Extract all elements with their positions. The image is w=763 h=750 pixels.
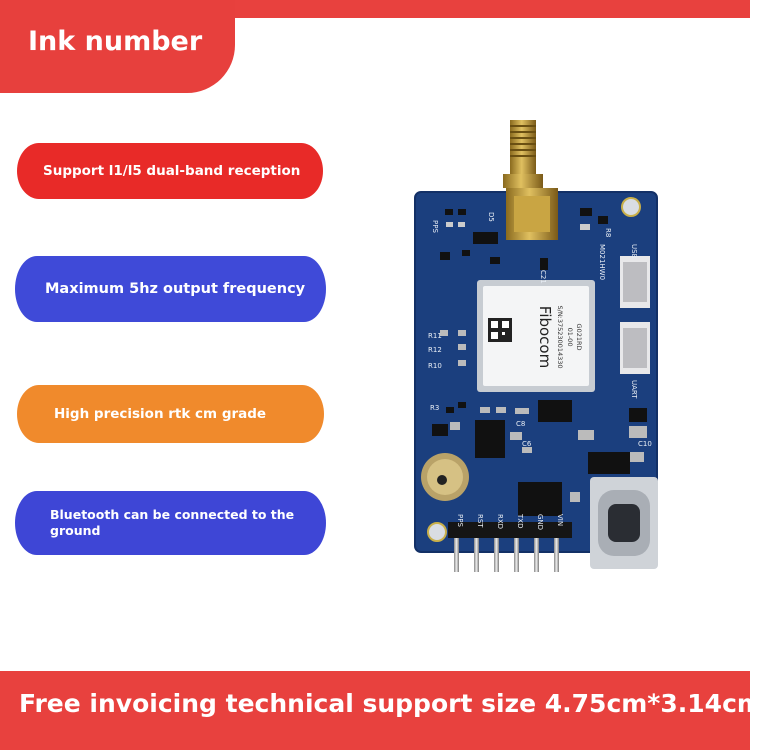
gnss-board-photo: Fibocom S/N:375230014330 01-00 G021RD	[410, 112, 672, 582]
board-illustration: Fibocom S/N:375230014330 01-00 G021RD	[414, 120, 658, 572]
footer-text: Free invoicing technical support size 4.…	[19, 689, 763, 718]
pin-label-rxd: RXD	[496, 514, 504, 529]
module-brand: Fibocom	[536, 306, 554, 368]
feature-pill-output-frequency: Maximum 5hz output frequency	[15, 256, 326, 322]
module-serial: S/N:375230014330	[556, 306, 564, 369]
silk-r12: R12	[428, 346, 442, 354]
pin-label-txd: TXD	[516, 513, 524, 528]
silk-r11: R11	[428, 332, 442, 340]
silk-c6: C6	[522, 440, 532, 448]
silk-c21: C21	[539, 270, 547, 284]
gnss-module: Fibocom S/N:375230014330 01-00 G021RD	[477, 280, 595, 392]
pin-label-gnd: GND	[536, 514, 544, 530]
feature-pill-rtk-precision: High precision rtk cm grade	[17, 385, 324, 443]
feature-text: High precision rtk cm grade	[54, 406, 267, 422]
pin-label-rst: RST	[476, 514, 484, 528]
pin-header	[448, 522, 572, 572]
slide-switch-usb	[620, 256, 650, 308]
feature-pill-dual-band: Support l1/l5 dual-band reception	[17, 143, 323, 199]
silk-r3: R3	[430, 404, 439, 412]
feature-text: Bluetooth can be connected to the ground	[50, 507, 295, 538]
footer-bar	[0, 671, 750, 750]
mounting-hole	[621, 197, 641, 217]
feature-pill-bluetooth: Bluetooth can be connected to the ground	[15, 491, 326, 555]
module-rev: 01-00	[566, 328, 574, 347]
usb-c-connector	[590, 477, 658, 569]
silk-r10: R10	[428, 362, 442, 370]
silk-pps: PPS	[431, 220, 439, 233]
title-tab	[0, 0, 235, 93]
feature-text: Maximum 5hz output frequency	[45, 281, 306, 297]
mounting-hole	[427, 522, 447, 542]
silk-model-code: M021HW0	[598, 244, 606, 280]
silk-d5: D5	[487, 212, 495, 222]
module-model: G021RD	[575, 324, 583, 351]
silk-usb: USB	[630, 244, 638, 259]
slide-switch-uart	[620, 322, 650, 374]
pin-label-vin: VIN	[556, 514, 564, 526]
smd-components	[432, 208, 647, 516]
silk-c8: C8	[516, 420, 525, 428]
feature-text: Support l1/l5 dual-band reception	[43, 163, 301, 179]
backup-battery	[421, 453, 469, 501]
silk-r8: R8	[604, 228, 612, 237]
sma-connector	[503, 120, 558, 240]
silk-c10: C10	[638, 440, 652, 448]
pin-label-pps: PPS	[456, 514, 464, 527]
silk-uart: UART	[630, 380, 638, 399]
page-title: Ink number	[28, 26, 203, 57]
